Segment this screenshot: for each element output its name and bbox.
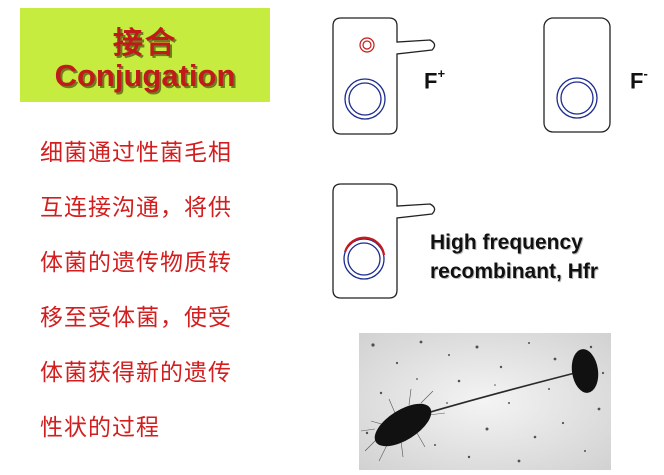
description-line-5: 体菌获得新的遗传 xyxy=(40,360,232,386)
micrograph-image xyxy=(359,333,611,470)
description-line-2: 互连接沟通，将供 xyxy=(40,195,232,221)
title-english: Conjugation xyxy=(54,58,236,93)
chromosome-inner xyxy=(560,81,594,115)
chromosome-outer xyxy=(344,78,386,120)
f-minus-label: F- xyxy=(630,66,648,94)
description-line-3: 体菌的遗传物质转 xyxy=(40,250,232,276)
description-line-6: 性状的过程 xyxy=(40,415,160,441)
hfr-label-line-2: recombinant, Hfr xyxy=(430,260,599,283)
f-plasmid-outer xyxy=(359,37,375,53)
description-line-1: 细菌通过性菌毛相 xyxy=(40,140,232,166)
f-plasmid-inner xyxy=(362,40,372,50)
f-plus-cell xyxy=(332,17,436,135)
hfr-label: High frequency recombinant, Hfr xyxy=(430,228,660,286)
hfr-label-line-1: High frequency xyxy=(430,231,583,254)
hfr-cell xyxy=(332,183,436,299)
f-plus-label: F+ xyxy=(424,66,446,94)
f-minus-cell xyxy=(543,17,611,133)
chromosome-inner xyxy=(347,242,381,276)
f-plus-cell-wall xyxy=(332,17,436,135)
chromosome-inner xyxy=(348,82,382,116)
cell-diagrams xyxy=(332,17,611,299)
chromosome-outer xyxy=(556,77,598,119)
title-chinese: 接合 xyxy=(113,26,177,61)
f-minus-cell-wall xyxy=(543,17,611,133)
conjugation-micrograph xyxy=(359,333,611,470)
hfr-cell-wall xyxy=(332,183,436,299)
title-box: 接合 Conjugation xyxy=(20,8,270,102)
integrated-f-factor xyxy=(343,236,386,256)
chromosome-outer xyxy=(343,238,385,280)
description-line-4: 移至受体菌，使受 xyxy=(40,305,232,331)
